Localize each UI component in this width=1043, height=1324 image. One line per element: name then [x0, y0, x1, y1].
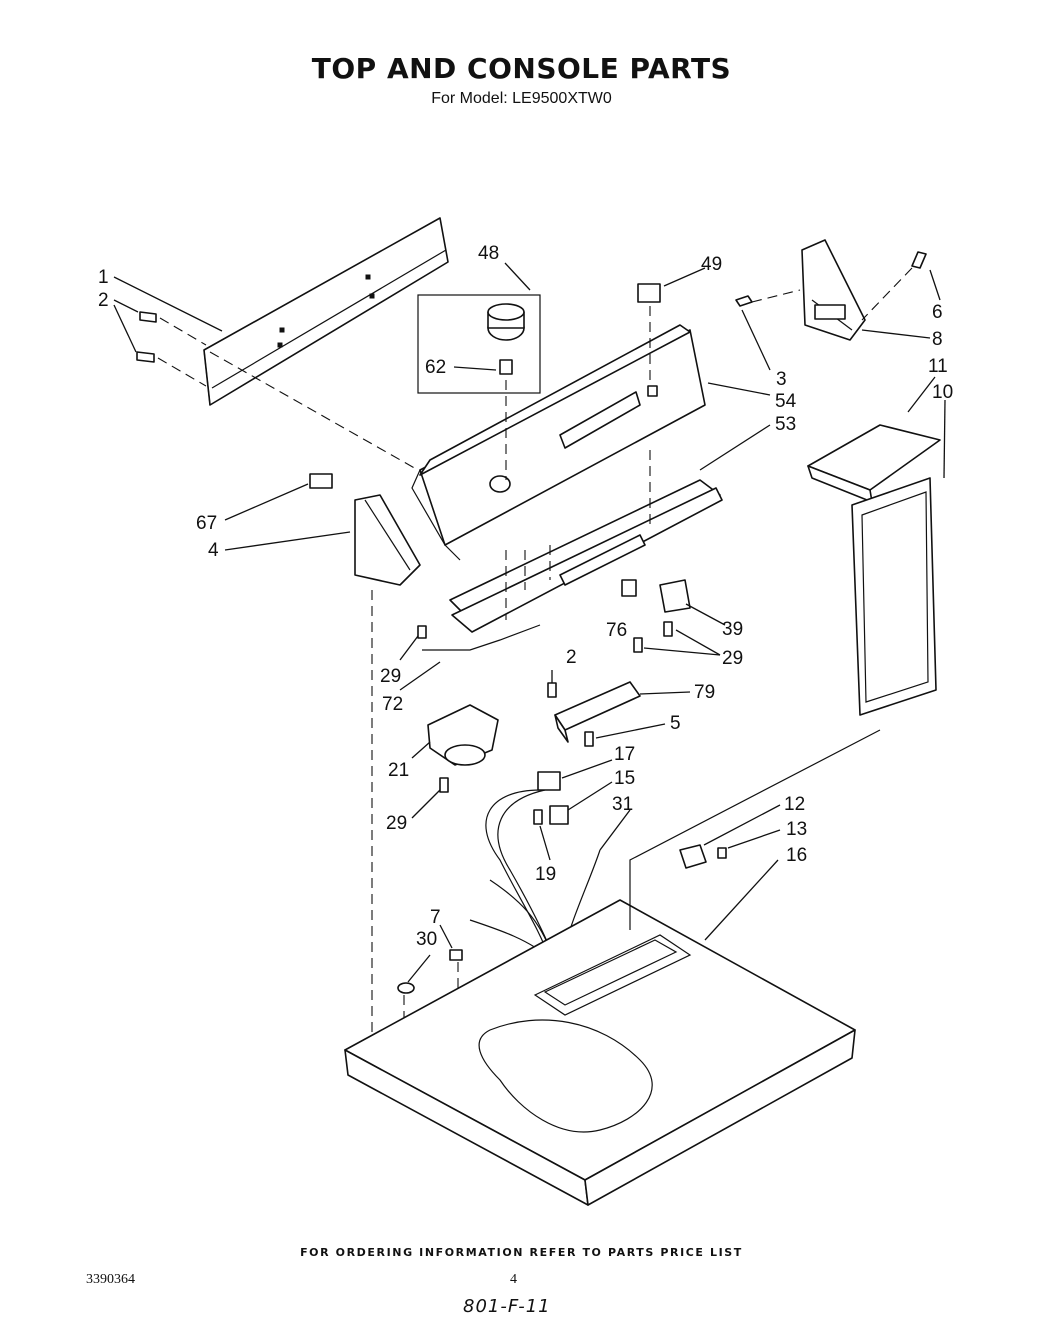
- console-panel-part: [411, 324, 706, 561]
- callout-2-center: 2: [566, 647, 577, 668]
- terminal-block-part: [554, 681, 641, 743]
- callout-4: 4: [208, 540, 219, 561]
- callout-79: 79: [694, 682, 715, 703]
- callout-29-right: 29: [722, 648, 743, 669]
- ordering-note: FOR ORDERING INFORMATION REFER TO PARTS …: [300, 1246, 743, 1259]
- callout-29-lower: 29: [386, 813, 407, 834]
- rear-bracket-part: [203, 217, 449, 406]
- switch-housing-part: [427, 704, 499, 766]
- callout-1: 1: [98, 267, 109, 288]
- document-number: 3390364: [86, 1272, 135, 1287]
- timer-knob-kit: [417, 294, 541, 394]
- callout-31: 31: [612, 794, 633, 815]
- page-number: 4: [510, 1272, 517, 1287]
- callout-29-left: 29: [380, 666, 401, 687]
- callout-67: 67: [196, 513, 217, 534]
- callout-13: 13: [786, 819, 807, 840]
- callout-5: 5: [670, 713, 681, 734]
- callout-72: 72: [382, 694, 403, 715]
- clip-part: [397, 949, 463, 994]
- handwritten-reference: 801-F-11: [463, 1296, 551, 1317]
- end-cap-part: [309, 473, 421, 586]
- filter-cover-part: [807, 424, 941, 503]
- callout-2: 2: [98, 290, 109, 311]
- leader-lines: [113, 262, 946, 983]
- callout-49: 49: [701, 254, 722, 275]
- callout-17: 17: [614, 744, 635, 765]
- callout-labels: 1 2 3 4 5 6 7 8 10 11 12 13 15 16 17 19 …: [98, 243, 953, 950]
- callout-3: 3: [776, 369, 787, 390]
- callout-21: 21: [388, 760, 409, 781]
- screw-icon: [136, 311, 157, 363]
- callout-19: 19: [535, 864, 556, 885]
- callout-62: 62: [425, 357, 446, 378]
- console-rail-part: [449, 479, 723, 633]
- callout-12: 12: [784, 794, 805, 815]
- screw-icon: [417, 621, 673, 825]
- callout-15: 15: [614, 768, 635, 789]
- callout-6: 6: [932, 302, 943, 323]
- callout-39: 39: [722, 619, 743, 640]
- page-title: TOP AND CONSOLE PARTS: [311, 52, 732, 85]
- top-panel-part: [344, 899, 856, 1206]
- wire-harness-part: [469, 771, 601, 961]
- lint-filter-part: [851, 477, 937, 716]
- callout-76: 76: [606, 620, 627, 641]
- callout-53: 53: [775, 414, 796, 435]
- callout-11: 11: [928, 356, 948, 377]
- model-subtitle: For Model: LE9500XTW0: [431, 90, 612, 107]
- callout-8: 8: [932, 329, 943, 350]
- bracket-clip-part: [621, 579, 691, 613]
- callout-16: 16: [786, 845, 807, 866]
- callout-30: 30: [416, 929, 437, 950]
- callout-48: 48: [478, 243, 499, 264]
- callout-10: 10: [932, 382, 953, 403]
- callout-7: 7: [430, 907, 441, 928]
- latch-part: [679, 844, 727, 869]
- knob-cap-part: [637, 283, 661, 303]
- callout-54: 54: [775, 391, 797, 412]
- side-bracket-part: [801, 239, 866, 341]
